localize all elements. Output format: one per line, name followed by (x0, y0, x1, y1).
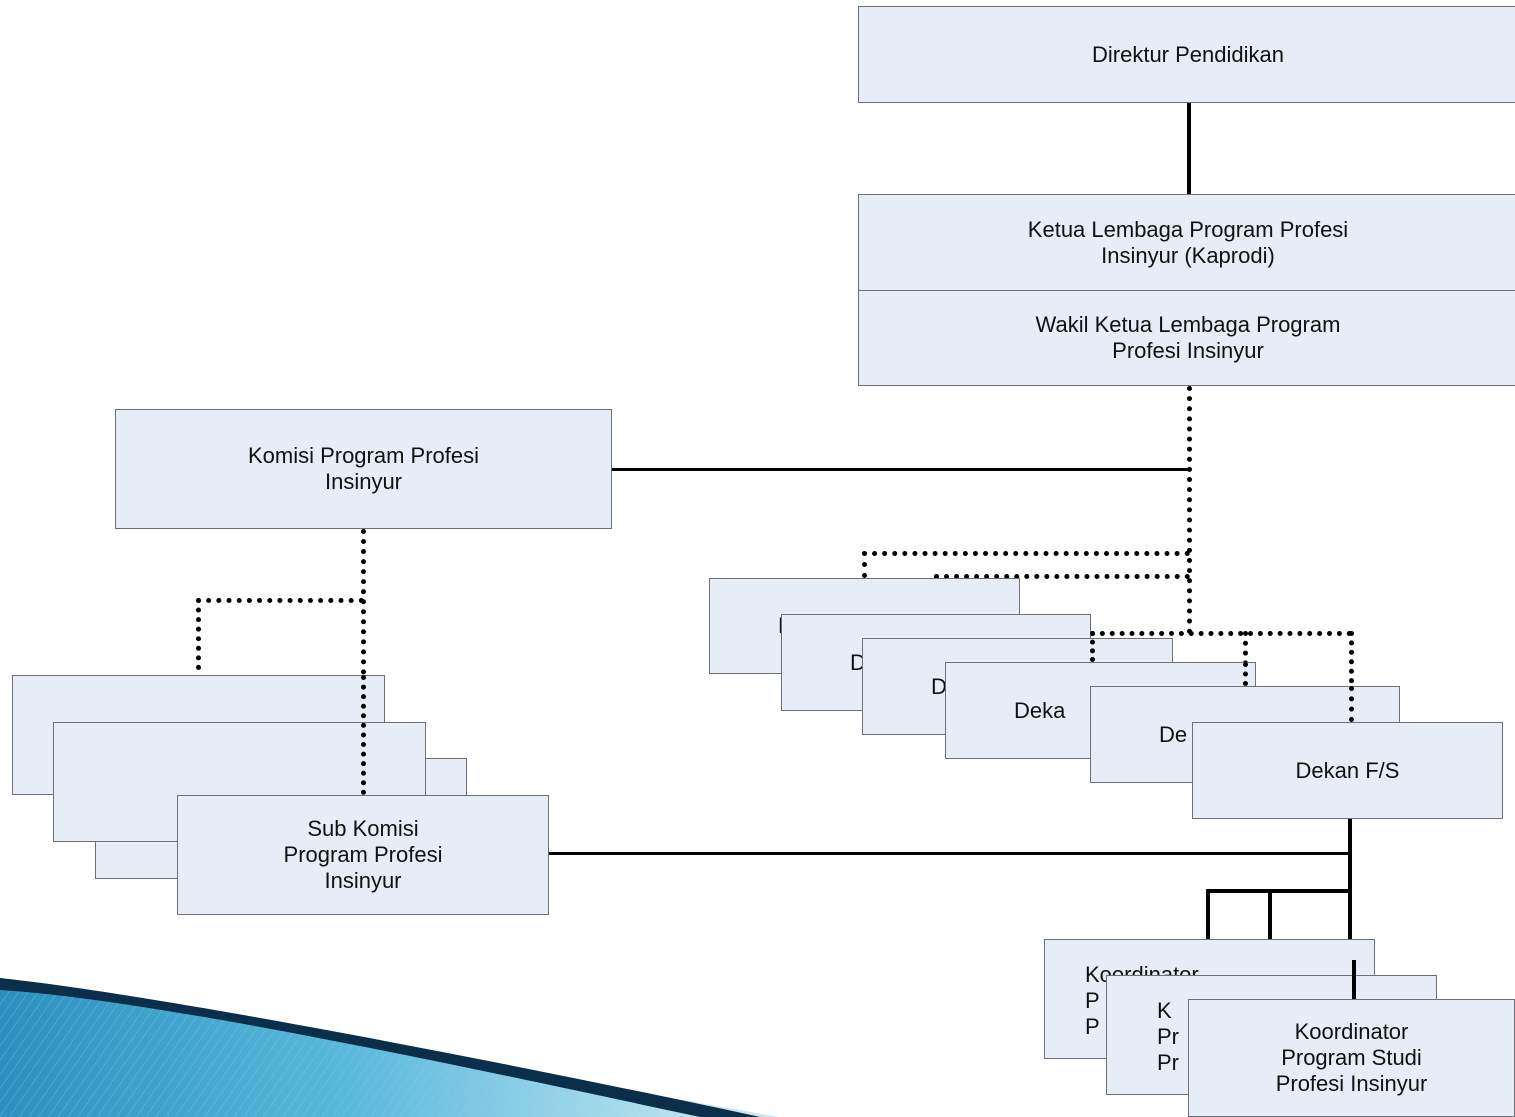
dotted-drop-4-front (1243, 662, 1248, 686)
dotted-drop-1 (862, 551, 867, 578)
dotted-komisi-trunk-front (361, 675, 366, 795)
dotted-branch-2 (934, 574, 1190, 579)
node-komisi: Komisi Program Profesi Insinyur (115, 409, 612, 529)
node-direktur-pendidikan: Direktur Pendidikan (858, 6, 1515, 103)
koordinator-drop-2 (1268, 889, 1272, 977)
dotted-drop-3-front (1090, 631, 1095, 662)
node-sub-komisi: Sub Komisi Program Profesi Insinyur (177, 795, 549, 915)
dekan-fs-trunk (1348, 818, 1352, 998)
dotted-drop-4 (1243, 631, 1248, 685)
dotted-trunk (1187, 386, 1192, 634)
dotted-drop-5-front (1349, 686, 1354, 722)
dotted-komisi-branch (196, 598, 364, 603)
node-ketua-lembaga: Ketua Lembaga Program Profesi Insinyur (… (858, 194, 1515, 291)
koordinator-drop-1 (1206, 889, 1210, 941)
node-koordinator-program-studi: Koordinator Program Studi Profesi Insiny… (1188, 999, 1515, 1117)
connector-komisi (598, 468, 1190, 471)
connector-direktur-ketua (1187, 103, 1191, 195)
dotted-branch-1 (862, 551, 1190, 556)
node-wakil-ketua: Wakil Ketua Lembaga Program Profesi Insi… (858, 290, 1515, 386)
dotted-komisi-drop (196, 598, 201, 670)
dotted-branch-3 (1090, 631, 1352, 636)
dotted-drop-5 (1349, 631, 1354, 721)
node-dekan-fs: Dekan F/S (1192, 722, 1503, 819)
connector-sub-komisi (548, 852, 1350, 855)
dotted-komisi-trunk (361, 529, 366, 795)
koordinator-drop-3-front (1352, 960, 1356, 1000)
koordinator-branch-bar (1206, 889, 1352, 893)
